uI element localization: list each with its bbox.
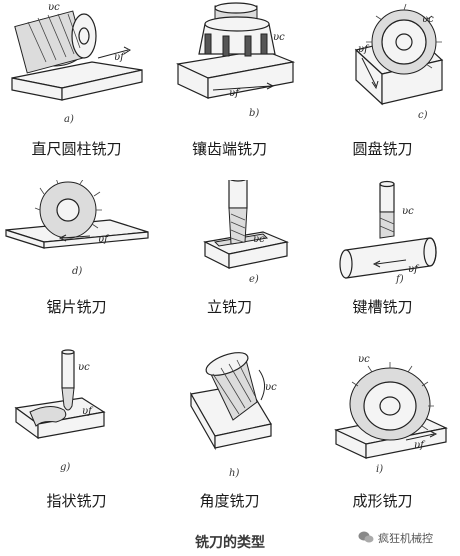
wechat-icon <box>358 531 374 543</box>
form-cutter-drawing: υc υf <box>334 354 448 459</box>
svg-text:υf: υf <box>82 406 94 417</box>
cutter-b: υf υc b) 镶齿端铣刀 <box>153 0 306 180</box>
cutter-name: 指状铣刀 <box>46 492 107 510</box>
cutter-letter: b) <box>249 108 260 119</box>
cylindrical-cutter-drawing: υc υf <box>11 2 143 101</box>
svg-text:υc: υc <box>265 382 277 393</box>
cutter-e: υc e) 立铣刀 <box>153 180 306 330</box>
svg-text:υc: υc <box>253 234 265 245</box>
svg-text:υc: υc <box>273 32 285 43</box>
cutter-letter: c) <box>418 110 428 121</box>
svg-text:υc: υc <box>422 14 434 25</box>
cutter-name: 键槽铣刀 <box>352 298 413 316</box>
cutter-h: υc h) 角度铣刀 <box>153 344 306 524</box>
cutter-c: υc υf c) 圆盘铣刀 <box>306 0 459 180</box>
end-mill-drawing: υc <box>203 180 290 269</box>
cutter-g: υc υf g) 指状铣刀 <box>0 344 153 524</box>
angle-cutter-drawing: υc <box>190 352 277 451</box>
cutter-letter: i) <box>376 464 384 475</box>
keyway-cutter-drawing: υc υf <box>339 180 437 279</box>
cutter-name: 立铣刀 <box>206 298 252 316</box>
slitting-saw-drawing: υf <box>5 180 149 249</box>
svg-text:υf: υf <box>98 234 110 245</box>
svg-text:υc: υc <box>358 354 370 365</box>
cutter-letter: a) <box>64 114 74 125</box>
cutter-letter: g) <box>60 462 71 473</box>
disc-cutter-drawing: υc υf <box>354 3 444 106</box>
figure-title: 铣刀的类型 <box>195 535 265 551</box>
svg-text:υc: υc <box>402 206 414 217</box>
face-mill-drawing: υf υc <box>175 2 296 99</box>
finger-cutter-drawing: υc υf <box>14 349 106 440</box>
svg-text:υc: υc <box>48 2 60 13</box>
cutter-d: υf d) 锯片铣刀 <box>0 180 153 330</box>
cutter-letter: h) <box>229 468 240 479</box>
cutter-a: υc υf a) 直尺圆柱铣刀 <box>0 0 153 180</box>
svg-text:υf: υf <box>414 440 426 451</box>
svg-text:υf: υf <box>229 88 241 99</box>
cutter-f: υc υf f) 键槽铣刀 <box>306 180 459 330</box>
svg-text:υc: υc <box>78 362 90 373</box>
svg-text:υf: υf <box>114 52 126 63</box>
cutter-name: 成形铣刀 <box>352 492 413 510</box>
cutter-name: 角度铣刀 <box>199 492 260 510</box>
cutter-letter: e) <box>249 274 259 285</box>
cutter-letter: f) <box>396 274 404 285</box>
cutter-name: 圆盘铣刀 <box>352 140 413 158</box>
svg-text:υf: υf <box>358 44 370 55</box>
cutter-name: 直尺圆柱铣刀 <box>31 140 122 158</box>
cutter-name: 锯片铣刀 <box>46 298 107 316</box>
cutter-letter: d) <box>72 266 83 277</box>
svg-text:υf: υf <box>408 264 420 275</box>
watermark: 疯狂机械控 <box>378 532 433 545</box>
cutter-name: 镶齿端铣刀 <box>191 140 267 158</box>
cutter-i: υc υf i) 成形铣刀 <box>306 344 459 524</box>
